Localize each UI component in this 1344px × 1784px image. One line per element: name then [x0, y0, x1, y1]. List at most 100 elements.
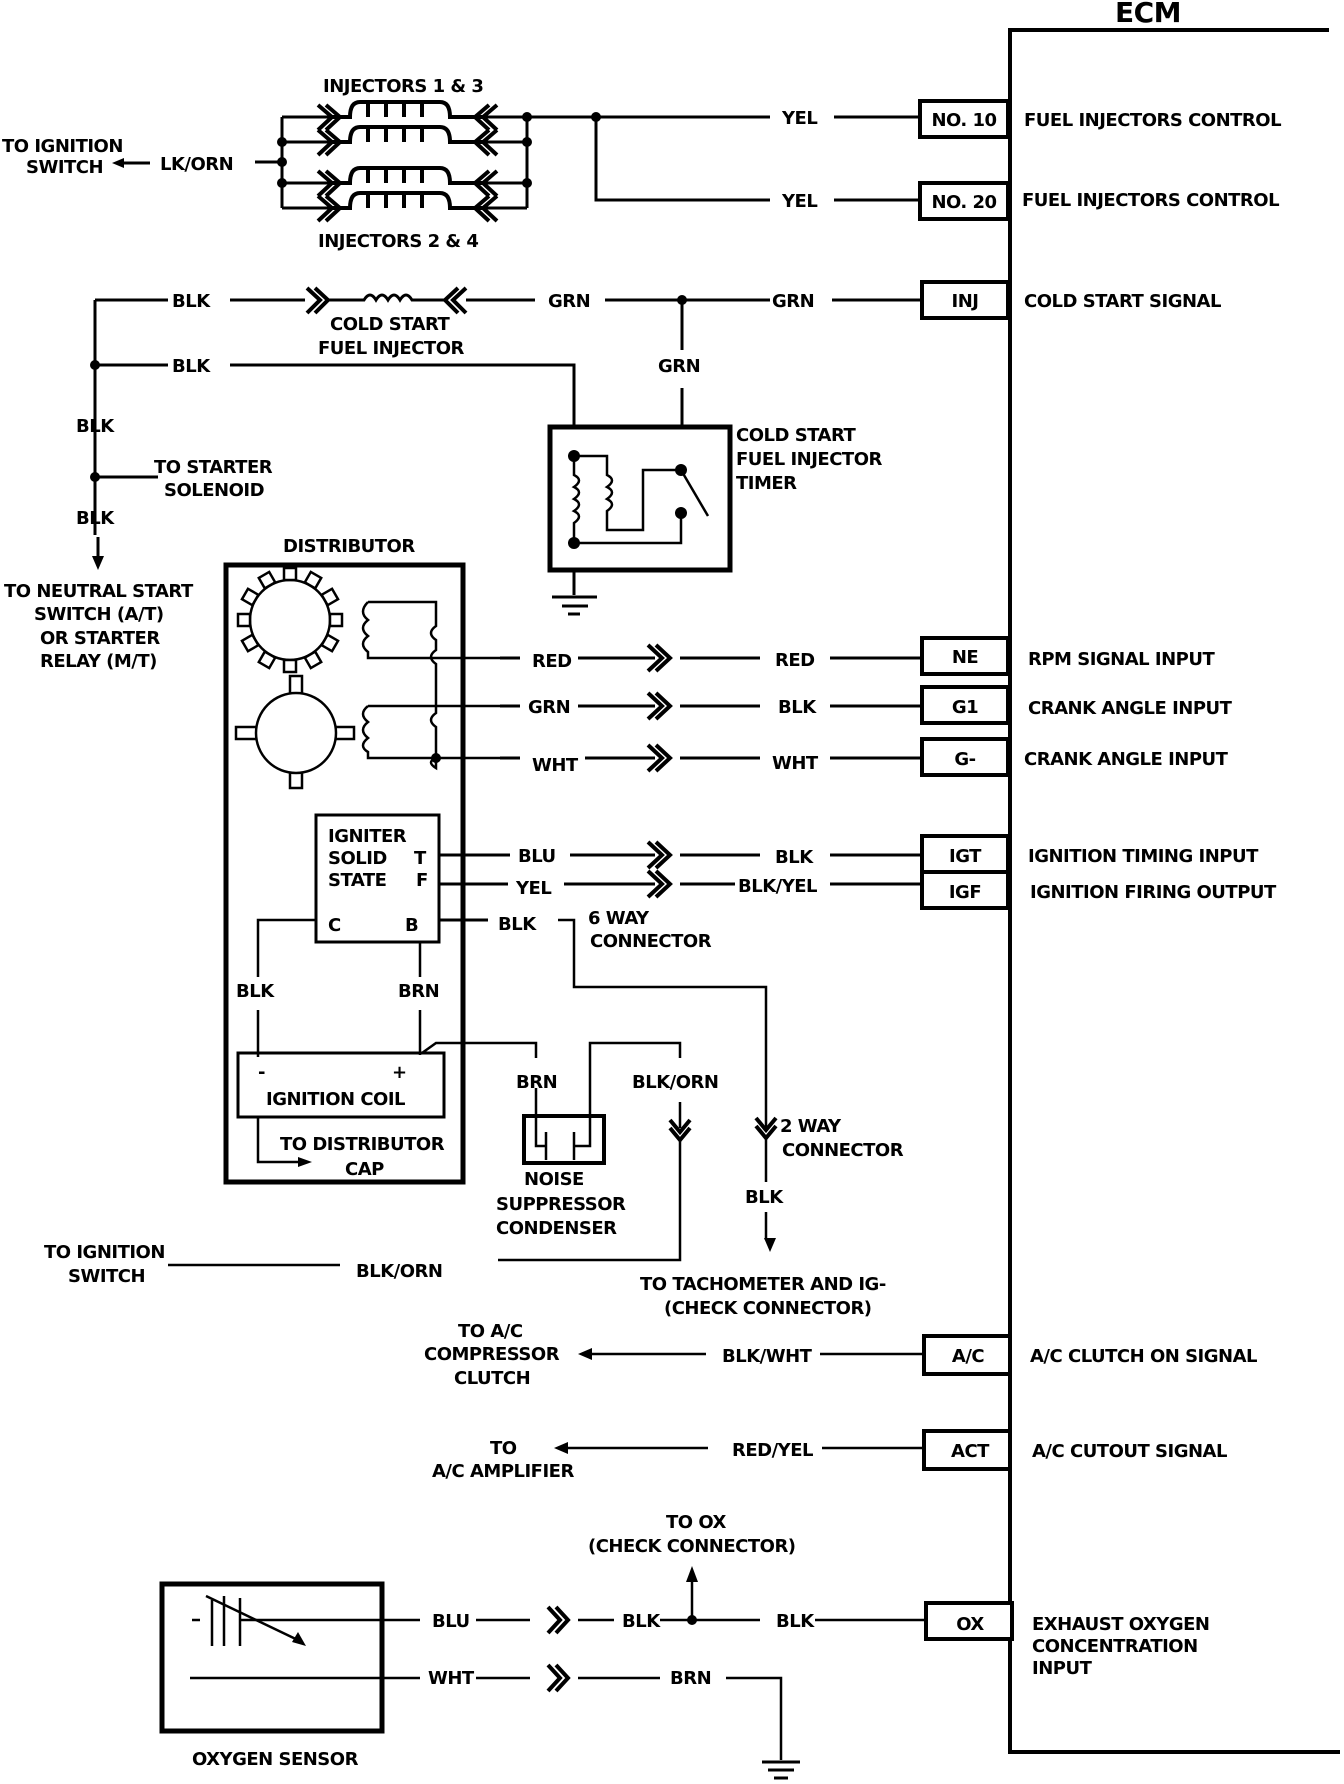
ac-amplifier-label: A/C AMPLIFIER: [432, 1461, 574, 1482]
distributor-label: DISTRIBUTOR: [283, 536, 415, 557]
reluctor-tooth: [240, 587, 261, 607]
ignition-coil: - + IGNITION COIL: [236, 1051, 446, 1119]
connector-chevron-icon: [316, 103, 499, 223]
wire-label: LK/ORN: [160, 154, 233, 175]
wire-label: BLK/YEL: [738, 876, 817, 897]
pin-label: ACT: [951, 1441, 990, 1462]
oxygen-sensor-circuit: TO OX (CHECK CONNECTOR) OXYGEN SENSOR BL…: [159, 1512, 926, 1780]
injectors-13-label: INJECTORS 1 & 3: [323, 76, 483, 97]
starter-solenoid-label: SOLENOID: [164, 480, 264, 501]
ox-check-label: (CHECK CONNECTOR): [588, 1536, 796, 1557]
wire-label: BLK: [745, 1187, 784, 1208]
coil-minus-label: -: [258, 1062, 265, 1083]
igniter-label: STATE: [328, 870, 386, 891]
oxygen-sensor: OXYGEN SENSOR: [159, 1581, 385, 1770]
pin-label: G-: [954, 749, 975, 770]
wire-label: BLK/ORN: [356, 1261, 442, 1282]
wire-label: BLK: [775, 847, 814, 868]
pin-description: FUEL INJECTORS CONTROL: [1024, 110, 1281, 131]
arrow-down-icon: [92, 556, 104, 570]
neutral-switch-label: OR STARTER: [40, 628, 160, 649]
pin-label: IGT: [949, 846, 982, 867]
coil-plus-label: +: [392, 1062, 407, 1083]
wire-label: WHT: [772, 753, 819, 774]
ac-circuit: TO A/C COMPRESSOR CLUTCH BLK/WHT TO A/C …: [424, 1321, 924, 1482]
ignition-switch-label: SWITCH: [26, 157, 103, 178]
capacitor-icon: [534, 1118, 548, 1160]
wire-label: WHT: [532, 755, 579, 776]
signal-rotor-icon: [234, 674, 356, 790]
ecm-pin-act[interactable]: ACT A/C CUTOUT SIGNAL: [922, 1429, 1227, 1471]
wire-label: GRN: [548, 291, 590, 312]
igniter: IGNITER SOLID STATE T F C B: [314, 813, 441, 944]
ecm-pin-no20[interactable]: NO. 20 FUEL INJECTORS CONTROL: [918, 181, 1280, 221]
pin-label: INJ: [952, 291, 979, 312]
wire-label: GRN: [528, 697, 570, 718]
igniter-label: IGNITER: [328, 826, 407, 847]
timer-label: TIMER: [736, 473, 797, 494]
wire-label: BLK: [76, 508, 115, 529]
ecm-block: ECM: [1008, 0, 1340, 1754]
cold-start-circuit: BLK COLD START FUEL INJECTOR GRN GRN GRN…: [4, 286, 922, 672]
starter-solenoid-label: TO STARTER: [154, 457, 273, 478]
wire-label: RED/YEL: [732, 1440, 813, 1461]
wire-label: BLK/WHT: [722, 1346, 813, 1367]
wire-label: BLK/ORN: [632, 1072, 718, 1093]
timer-label: COLD START: [736, 425, 857, 446]
ecm-pin-ox[interactable]: OX EXHAUST OXYGEN CONCENTRATION INPUT: [924, 1601, 1210, 1679]
six-way-connector-label: CONNECTOR: [590, 931, 712, 952]
reluctor-tooth: [303, 570, 323, 591]
wire-label: BRN: [670, 1668, 711, 1689]
pin-description: COLD START SIGNAL: [1024, 291, 1221, 312]
injector-coil-icon: [328, 293, 445, 303]
connector-chevron-icon: [546, 1605, 571, 1693]
ac-compressor-label: CLUTCH: [454, 1368, 530, 1389]
noise-suppressor-label: NOISE: [524, 1169, 584, 1190]
wire-label: BRN: [516, 1072, 557, 1093]
ecm-pin-igf[interactable]: IGF IGNITION FIRING OUTPUT: [920, 870, 1278, 910]
wire-label: WHT: [428, 1668, 475, 1689]
reluctor-tooth: [236, 612, 252, 628]
arrow-left-icon: [578, 1348, 592, 1360]
cold-start-injector-label: FUEL INJECTOR: [318, 338, 464, 359]
ecm-pin-igt[interactable]: IGT IGNITION TIMING INPUT: [920, 834, 1260, 874]
ignition-coil-label: IGNITION COIL: [266, 1089, 405, 1110]
neutral-switch-label: TO NEUTRAL START: [4, 581, 194, 602]
pin-description: IGNITION FIRING OUTPUT: [1030, 882, 1277, 903]
igniter-terminal-c: C: [328, 915, 341, 936]
noise-suppressor-label: SUPPRESSOR: [496, 1194, 626, 1215]
wire-label: BLK: [776, 1611, 815, 1632]
coil-icon: [571, 456, 581, 543]
ecm-pin-ne[interactable]: NE RPM SIGNAL INPUT: [920, 636, 1216, 676]
ox-check-label: TO OX: [666, 1512, 727, 1533]
reluctor-tooth: [240, 633, 261, 653]
ecm-pin-no10[interactable]: NO. 10 FUEL INJECTORS CONTROL: [918, 99, 1282, 139]
distributor: DISTRIBUTOR IGNITER SOLID STATE T F C B: [223, 536, 538, 1185]
ecm-pin-ac[interactable]: A/C A/C CLUTCH ON SIGNAL: [922, 1334, 1258, 1376]
injectors-24-label: INJECTORS 2 & 4: [318, 231, 478, 252]
pin-label: NO. 20: [931, 192, 996, 213]
pin-label: G1: [952, 697, 978, 718]
wire-label: BLK: [172, 291, 211, 312]
pin-description: RPM SIGNAL INPUT: [1028, 649, 1215, 670]
wire-label: BLK: [76, 416, 115, 437]
noise-suppressor-condenser: BRN BLK/ORN NOISE SUPPRESSOR CONDENSER T…: [44, 1041, 719, 1287]
ecm-pin-g-minus[interactable]: G- CRANK ANGLE INPUT: [920, 737, 1229, 777]
pin-description: INPUT: [1032, 1658, 1093, 1679]
ecm-pin-inj[interactable]: INJ COLD START SIGNAL: [920, 280, 1221, 320]
ignition-switch-label: SWITCH: [68, 1266, 145, 1287]
two-way-connector-label: CONNECTOR: [782, 1140, 904, 1161]
wire-label: BLK: [778, 697, 817, 718]
pin-description: CRANK ANGLE INPUT: [1024, 749, 1229, 770]
reluctor-tooth: [303, 649, 323, 670]
oxygen-sensor-label: OXYGEN SENSOR: [192, 1749, 359, 1770]
ecm-pin-g1[interactable]: G1 CRANK ANGLE INPUT: [920, 685, 1233, 725]
wire-label: BLK: [622, 1611, 661, 1632]
fuel-injectors: INJECTORS 1 & 3 INJECTORS 2 & 4: [2, 76, 920, 252]
pin-description: EXHAUST OXYGEN: [1032, 1614, 1209, 1635]
wire-label: YEL: [781, 191, 817, 212]
pin-description: A/C CUTOUT SIGNAL: [1032, 1441, 1227, 1462]
connector-chevron-icon: [646, 643, 673, 899]
six-way-connector-label: 6 WAY: [588, 908, 650, 929]
